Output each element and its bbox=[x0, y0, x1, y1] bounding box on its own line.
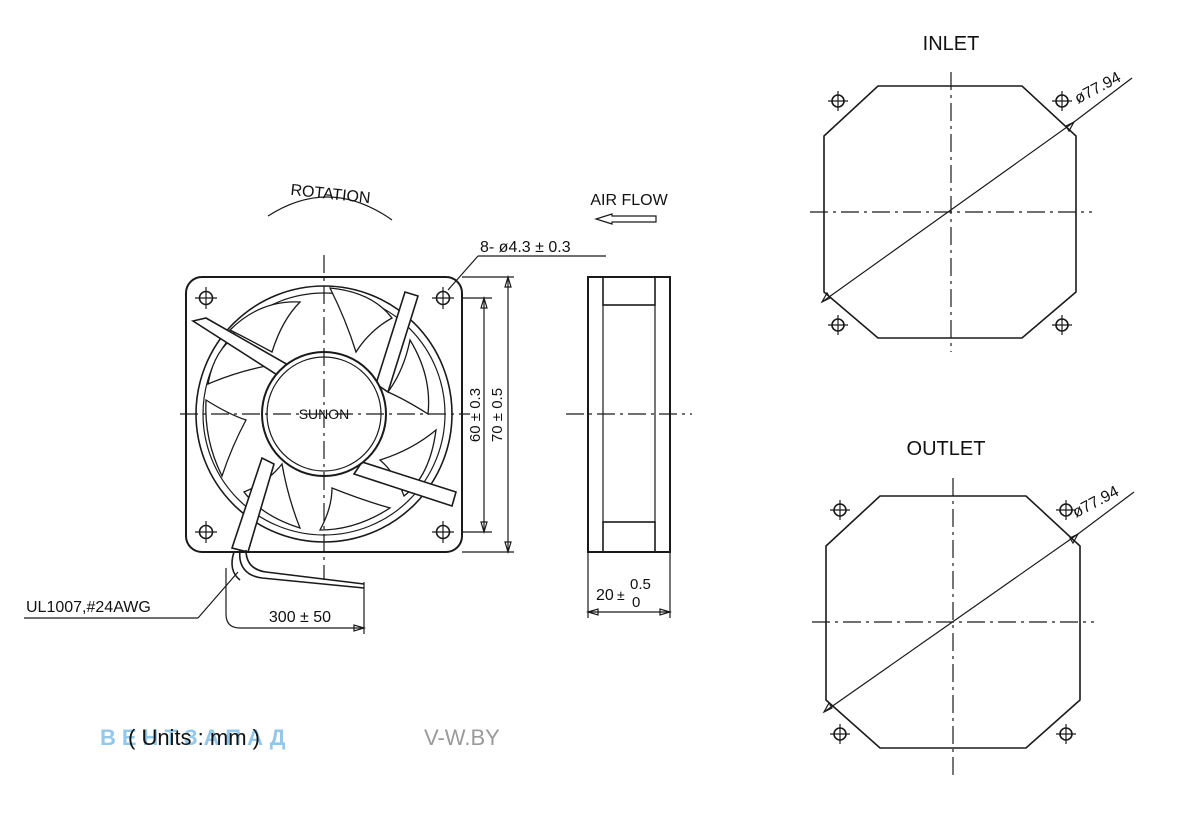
depth-base-label: 20 bbox=[596, 587, 614, 604]
air-flow-label: AIR FLOW bbox=[590, 192, 668, 209]
fan-blades bbox=[205, 287, 437, 531]
inlet-view: INLET ø77.94 bbox=[810, 33, 1133, 352]
svg-text:±: ± bbox=[617, 587, 625, 603]
mounting-hole-icon bbox=[830, 724, 850, 744]
mounting-hole-icon bbox=[1056, 724, 1076, 744]
air-flow-arrow-icon bbox=[593, 213, 657, 225]
inlet-title: INLET bbox=[923, 33, 980, 55]
mounting-hole-icon bbox=[828, 91, 848, 111]
depth-tol-upper-label: 0.5 bbox=[630, 576, 651, 593]
mounting-hole-icon bbox=[195, 287, 217, 309]
mounting-hole-icon bbox=[1056, 500, 1076, 520]
mounting-hole-icon bbox=[828, 315, 848, 335]
mounting-hole-icon bbox=[830, 500, 850, 520]
watermark-left: ВЕНТЗАПАД bbox=[100, 725, 291, 750]
hole-spec-label: 8- ø4.3 ± 0.3 bbox=[480, 239, 571, 256]
rotation-arc-icon bbox=[267, 196, 393, 221]
side-view: AIR FLOW 20 ± 0.5 0 bbox=[566, 192, 692, 618]
wire-spec-label: UL1007,#24AWG bbox=[26, 599, 151, 616]
wire-length-label: 300 ± 50 bbox=[269, 609, 331, 626]
mounting-hole-icon bbox=[432, 287, 454, 309]
dim-70-label: 70 ± 0.5 bbox=[489, 388, 506, 442]
lead-wires bbox=[231, 549, 365, 592]
watermark-right: V-W.BY bbox=[424, 725, 500, 750]
outlet-diameter-label: ø77.94 bbox=[1070, 483, 1122, 521]
inlet-diameter-label: ø77.94 bbox=[1072, 69, 1124, 107]
mounting-hole-icon bbox=[1052, 315, 1072, 335]
mounting-hole-icon bbox=[1052, 91, 1072, 111]
dim-60-label: 60 ± 0.3 bbox=[467, 388, 484, 442]
mounting-hole-icon bbox=[195, 521, 217, 543]
outlet-title: OUTLET bbox=[907, 438, 986, 460]
mounting-holes bbox=[195, 287, 454, 543]
frame-struts bbox=[190, 291, 457, 553]
rotation-label: ROTATION bbox=[290, 182, 372, 207]
mounting-hole-icon bbox=[432, 521, 454, 543]
units-label: ( Units : mm ) bbox=[128, 725, 260, 750]
outlet-view: OUTLET ø77.94 bbox=[812, 438, 1135, 778]
front-view: SUNON ROTATION 8- ø4.3 ± 0.3 bbox=[24, 182, 606, 634]
depth-tol-lower-label: 0 bbox=[632, 594, 640, 611]
